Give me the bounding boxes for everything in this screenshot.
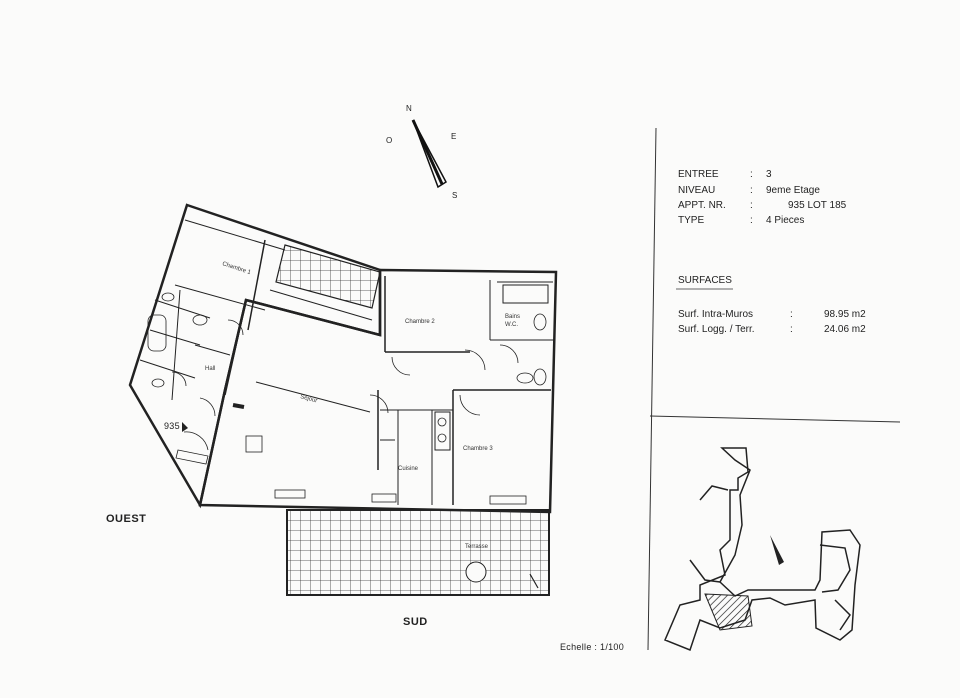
surf-logg-value: 24.06 m2 (824, 324, 866, 335)
room-label-terrasse: Terrasse (465, 544, 489, 550)
sep: : (750, 169, 753, 180)
entree-label: ENTREE (678, 169, 719, 180)
surf-logg-label: Surf. Logg. / Terr. (678, 324, 755, 335)
niveau-label: NIVEAU (678, 185, 716, 196)
orientation-west: OUEST (106, 513, 147, 525)
surfaces-title-text: SURFACES (678, 275, 732, 286)
appt-value: 935 LOT 185 (788, 200, 847, 211)
orientation-south: SUD (403, 616, 428, 628)
room-label-bains: Bains (505, 314, 520, 320)
terrace (286, 509, 550, 596)
apartment-number-label: 935 (164, 421, 180, 431)
site-plan (664, 447, 861, 651)
compass-n: N (406, 104, 412, 113)
appt-label: APPT. NR. (678, 200, 726, 211)
surf-intra-value: 98.95 m2 (824, 309, 866, 320)
room-label-sejour: Séjour (299, 394, 317, 404)
compass-arrow-icon (411, 119, 447, 189)
compass-s: S (452, 191, 458, 200)
sep: : (790, 309, 793, 320)
sep: : (750, 215, 753, 226)
apartment-walls (128, 203, 558, 514)
type-label: TYPE (678, 215, 705, 226)
sep: : (790, 324, 793, 335)
room-label-chambre1: Chambre 1 (221, 261, 252, 276)
surf-intra-label: Surf. Intra-Muros (678, 309, 754, 320)
room-label-hall: Hall (205, 366, 215, 372)
compass-e: E (451, 132, 457, 141)
scale-label: Echelle : 1/100 (560, 642, 625, 652)
room-label-wc: W.C. (505, 322, 518, 328)
entrance-arrow-icon (182, 422, 188, 432)
type-value: 4 Pieces (766, 215, 805, 226)
site-north-arrow-icon (770, 535, 784, 565)
panel-divider-vertical (647, 127, 657, 651)
room-label-cuisine: Cuisine (398, 466, 419, 472)
niveau-value: 9eme Etage (766, 185, 820, 196)
compass-w: O (386, 136, 393, 145)
sep: : (750, 200, 753, 211)
room-label-chambre2: Chambre 2 (405, 319, 435, 325)
room-label-chambre3: Chambre 3 (463, 446, 493, 452)
panel-divider-horizontal (649, 415, 901, 423)
site-plan-highlight (704, 593, 753, 631)
loggia (275, 244, 381, 309)
sep: : (750, 185, 753, 196)
entree-value: 3 (766, 169, 772, 180)
